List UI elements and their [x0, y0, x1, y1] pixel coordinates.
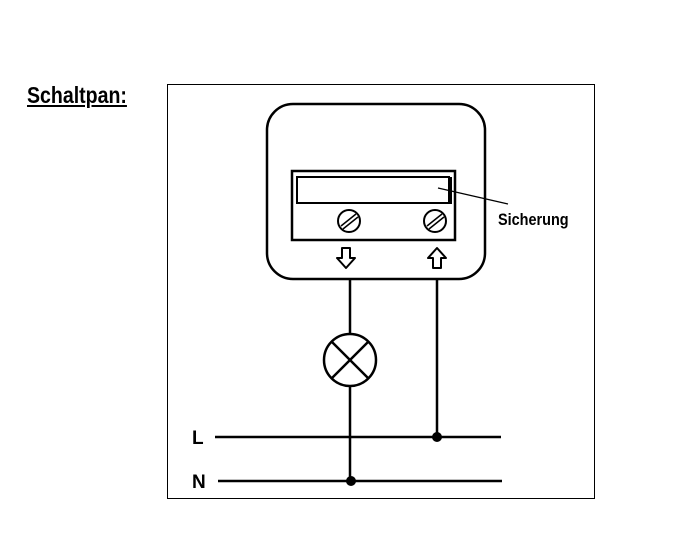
screw-icon: [423, 209, 447, 233]
junction-dot: [432, 432, 442, 442]
screw-icon: [337, 209, 361, 233]
fuse: [296, 176, 450, 204]
arrow-up-icon: [427, 247, 447, 269]
diagram-title: Schaltpan:: [27, 82, 127, 108]
arrow-down-icon: [336, 247, 356, 269]
diagram-frame: [167, 84, 595, 499]
fuse-label: Sicherung: [498, 211, 569, 229]
junction-dot: [346, 476, 356, 486]
neutral-label: N: [192, 472, 206, 493]
line-label: L: [192, 428, 204, 449]
fuse-leader-line: [437, 187, 509, 205]
lamp-icon: [322, 332, 378, 388]
